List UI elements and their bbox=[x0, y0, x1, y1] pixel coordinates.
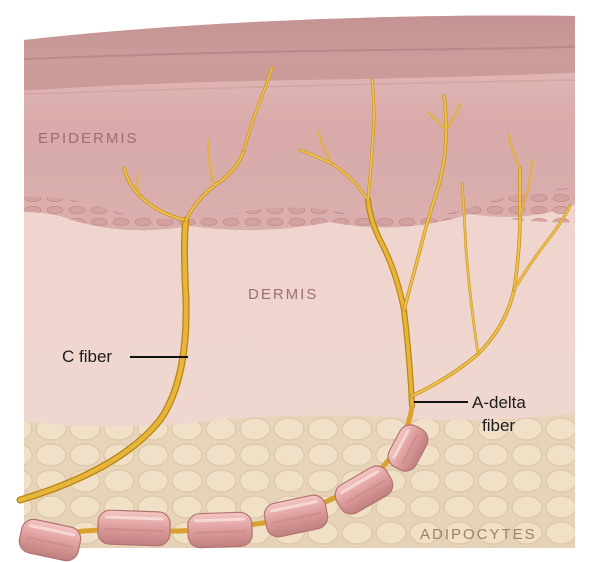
dermis-label: DERMIS bbox=[248, 286, 318, 303]
myelin-segment bbox=[187, 512, 252, 548]
a-delta-label-line1: A-delta bbox=[472, 392, 526, 414]
epidermis-label: EPIDERMIS bbox=[38, 130, 139, 147]
c-fiber-label: C fiber bbox=[62, 346, 112, 368]
myelin-segment bbox=[97, 510, 170, 546]
adipocytes-label: ADIPOCYTES bbox=[420, 526, 537, 543]
a-delta-label-line2: fiber bbox=[482, 415, 515, 437]
